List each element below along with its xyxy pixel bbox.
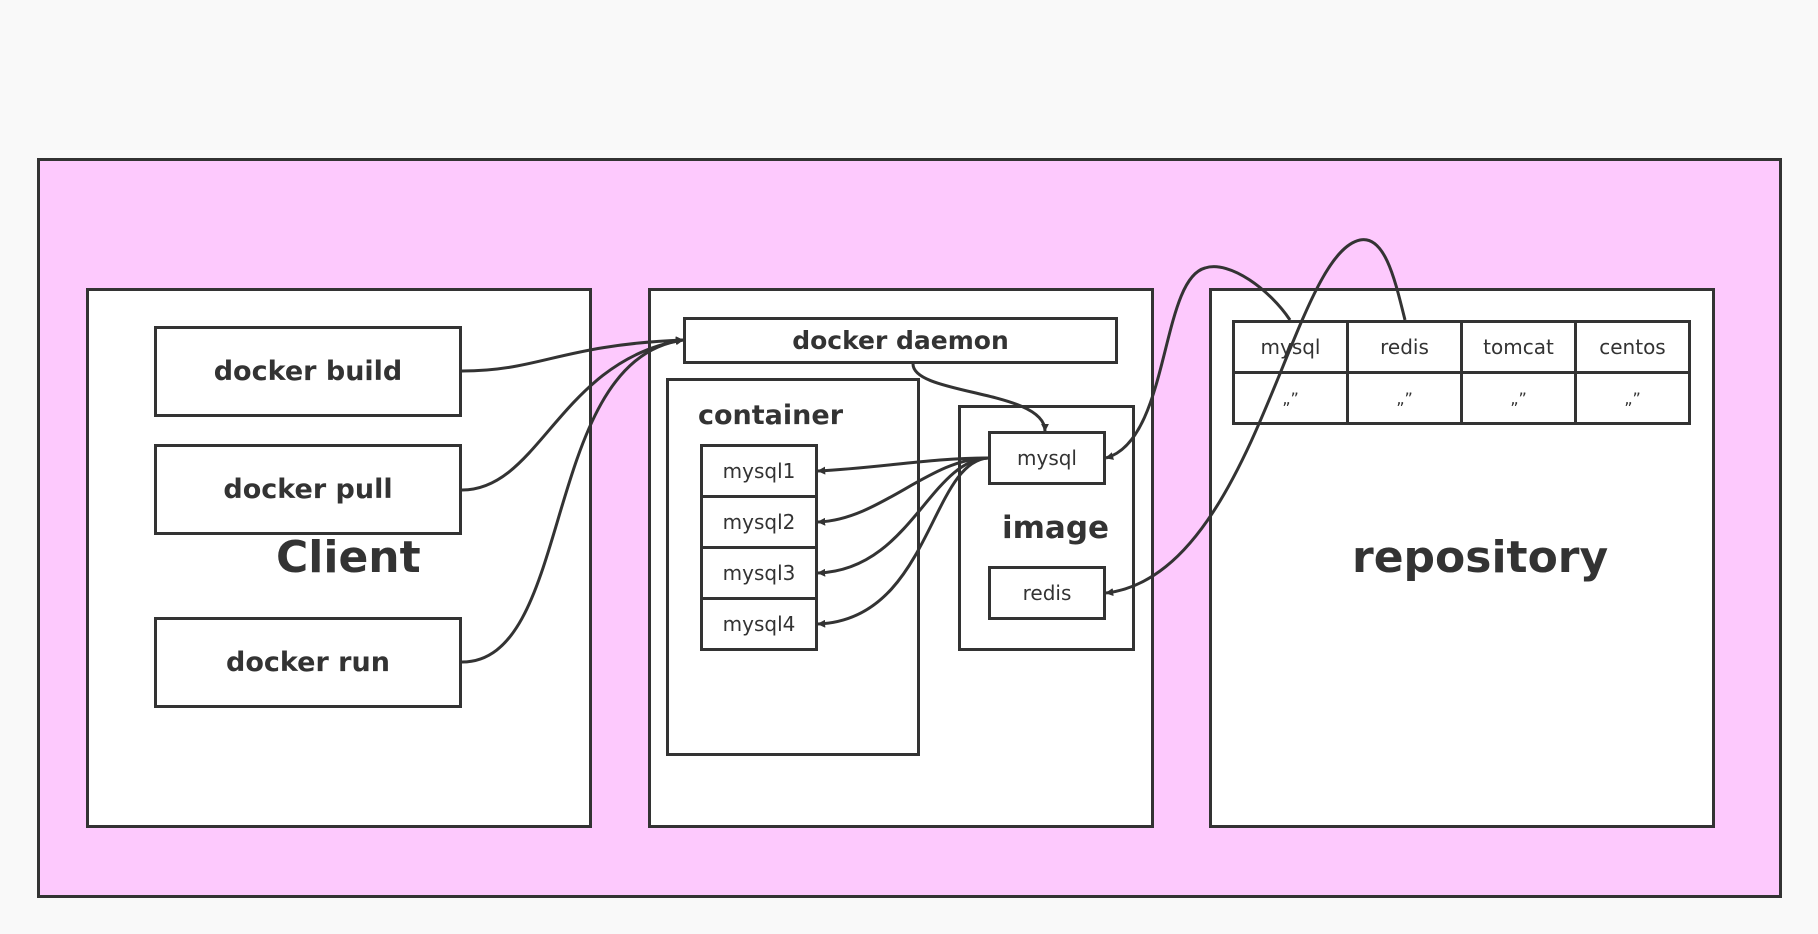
repo-image-mysql: mysql — [1232, 320, 1349, 374]
docker-daemon-node: docker daemon — [683, 317, 1118, 364]
client-title: Client — [276, 532, 421, 583]
container-title: container — [698, 400, 844, 431]
repo-continuation-cell: „” — [1460, 371, 1577, 425]
repository-image-row: mysql redis tomcat centos — [1232, 320, 1691, 374]
image-mysql: mysql — [988, 431, 1106, 485]
image-redis: redis — [988, 566, 1106, 620]
repo-continuation-cell: „” — [1346, 371, 1463, 425]
repo-image-redis: redis — [1346, 320, 1463, 374]
repo-image-tomcat: tomcat — [1460, 320, 1577, 374]
repo-image-centos: centos — [1574, 320, 1691, 374]
container-mysql1: mysql1 — [700, 444, 818, 498]
docker-build-node: docker build — [154, 326, 462, 417]
repository-image-table: mysql redis tomcat centos „” „” „” „” — [1232, 320, 1691, 425]
repository-continuation-row: „” „” „” „” — [1232, 371, 1691, 425]
container-mysql2: mysql2 — [700, 495, 818, 549]
docker-pull-node: docker pull — [154, 444, 462, 535]
repo-continuation-cell: „” — [1574, 371, 1691, 425]
image-title: image — [1002, 510, 1110, 546]
docker-run-node: docker run — [154, 617, 462, 708]
repo-continuation-cell: „” — [1232, 371, 1349, 425]
repository-title: repository — [1352, 532, 1609, 583]
container-mysql3: mysql3 — [700, 546, 818, 600]
container-mysql4: mysql4 — [700, 597, 818, 651]
